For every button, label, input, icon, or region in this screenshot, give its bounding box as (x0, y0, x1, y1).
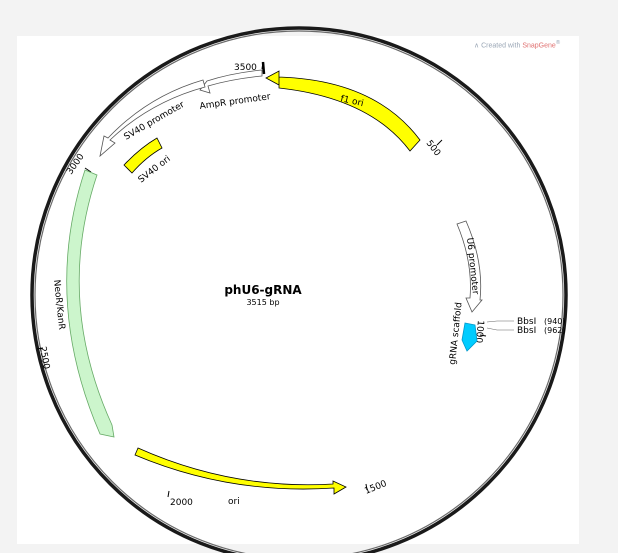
site-name[interactable]: BbsI (517, 326, 536, 336)
snapgene-logo-icon: ∧ (474, 42, 480, 50)
site-position: (962) (544, 326, 566, 335)
tick-mark-3000 (84, 167, 92, 173)
tick-label: 2500 (37, 346, 51, 371)
feature-grna-scaffold[interactable] (461, 322, 478, 352)
feature-ori[interactable] (134, 447, 347, 495)
restriction-sites: BbsI (940) BbsI (962) (486, 317, 566, 336)
feature-label: U6 promoter (464, 237, 480, 295)
backbone-outer (30, 26, 568, 553)
watermark-reg: ® (555, 40, 561, 46)
feature-label: ori (228, 497, 240, 507)
feature-label: gRNA scaffold (448, 302, 465, 365)
feature-label: AmpR promoter (199, 92, 272, 112)
feature-neor-kanr[interactable] (66, 169, 115, 438)
tick-label: 3500 (234, 63, 257, 73)
feature-sv40-promoter[interactable] (99, 79, 206, 158)
tick-mark-1500 (365, 483, 368, 491)
backbone-inner (34, 30, 564, 553)
tick-mark-2500 (36, 347, 44, 350)
snapgene-watermark: ∧ Created with SnapGene® (474, 40, 560, 49)
tick-label: 3000 (65, 152, 86, 177)
watermark-prefix: Created with (481, 42, 521, 50)
tick-label: 2000 (170, 498, 193, 508)
feature-label: NeoR/KanR (51, 279, 66, 330)
tick-label: 1000 (473, 320, 485, 344)
tick-mark-3500 (261, 61, 264, 70)
tick-mark-500 (436, 139, 443, 146)
plasmid-name: phU6-gRNA (224, 283, 302, 297)
tick-label: 1500 (363, 479, 388, 497)
map-panel (17, 36, 579, 544)
feature-u6-promoter[interactable] (456, 220, 483, 313)
site-leader (486, 320, 514, 323)
plasmid-length: 3515 bp (246, 298, 279, 307)
site-name[interactable]: BbsI (517, 317, 536, 327)
feature-ampr-promoter[interactable] (199, 69, 263, 94)
tick-label: 500 (424, 139, 443, 159)
site-leader (486, 327, 514, 331)
site-position: (940) (544, 317, 566, 326)
feature-f1-ori[interactable] (265, 70, 421, 152)
tick-mark-1000 (479, 334, 487, 337)
feature-sv40-ori[interactable] (123, 137, 163, 174)
tick-mark-2000 (167, 490, 170, 498)
watermark-brand: SnapGene (522, 42, 556, 50)
